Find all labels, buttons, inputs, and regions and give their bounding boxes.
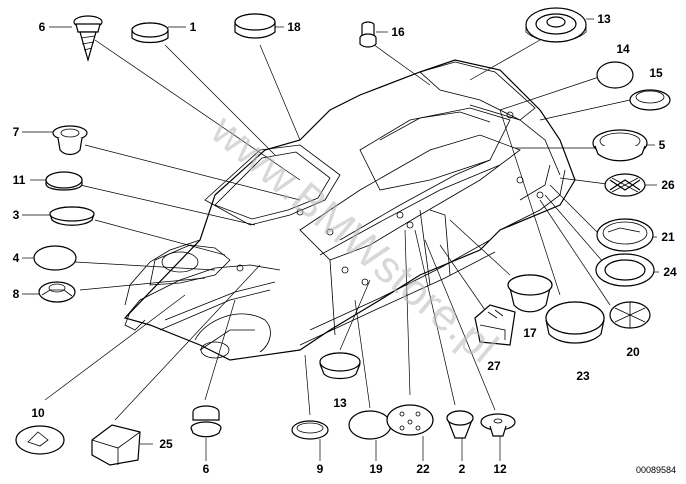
callout-20: 20 (626, 345, 640, 359)
part-21-large-disc (596, 218, 654, 252)
callout-3: 3 (13, 208, 20, 222)
callout-5: 5 (659, 138, 666, 152)
callout-10: 10 (31, 406, 45, 420)
callout-18: 18 (287, 20, 301, 34)
callout-26: 26 (661, 178, 675, 192)
part-9-rim-cap (291, 420, 329, 440)
callout-25: 25 (159, 437, 173, 451)
part-18-cap-plug (234, 13, 276, 39)
part-22-perforated-disc (386, 404, 434, 436)
callout-6-top: 6 (39, 20, 46, 34)
part-17-deep-cup (507, 274, 553, 313)
part-26-cross-plug (604, 173, 646, 197)
callout-27: 27 (487, 359, 501, 373)
part-23-large-dome (545, 301, 605, 344)
part-6-grommet (190, 405, 222, 438)
part-13-oval-grommet (525, 7, 587, 43)
part-16-cylinder-plug (359, 21, 377, 48)
part-8-open-grommet (38, 281, 76, 303)
part-6-plug-screw (73, 15, 103, 63)
part-14-flat-disc (596, 61, 634, 89)
part-13-dome-cap (319, 352, 361, 380)
callout-1: 1 (190, 20, 197, 34)
callout-2: 2 (459, 462, 466, 476)
callout-22: 22 (416, 462, 430, 476)
part-11-dome-cap (45, 171, 83, 191)
callout-11: 11 (13, 173, 26, 187)
reference-number: 00089584 (636, 465, 676, 475)
part-3-oval-plug (49, 206, 95, 226)
callout-6-bottom: 6 (203, 462, 210, 476)
part-15-flat-cap (629, 89, 671, 111)
callout-19: 19 (369, 462, 383, 476)
callout-13-bottom: 13 (333, 396, 347, 410)
part-5-large-cap (592, 129, 648, 162)
callout-14: 14 (616, 42, 630, 56)
part-1-cap-plug (131, 22, 169, 44)
part-20-cross-plug (609, 301, 651, 329)
callout-7: 7 (13, 125, 20, 139)
callout-9: 9 (317, 462, 324, 476)
part-19-flat-disc (348, 410, 392, 440)
part-24-ring-seal (595, 253, 655, 287)
part-25-foam-pad (91, 424, 141, 466)
callout-23: 23 (576, 369, 590, 383)
callout-13-top: 13 (597, 12, 611, 26)
callout-12: 12 (493, 462, 507, 476)
leader-lines (44, 39, 631, 421)
part-2-stem-plug (446, 410, 474, 439)
car-body-illustration (123, 59, 576, 361)
callout-21: 21 (661, 230, 675, 244)
callout-16: 16 (391, 25, 405, 39)
part-27-foam-block (474, 304, 516, 346)
callout-8: 8 (13, 287, 20, 301)
callout-15: 15 (649, 66, 663, 80)
part-10-flap-plug (15, 425, 65, 455)
part-12-plug (480, 413, 516, 437)
callout-24: 24 (663, 265, 677, 279)
callout-4: 4 (13, 251, 20, 265)
callout-labels: 6 1 18 16 13 14 15 7 5 11 26 3 21 4 24 8… (13, 12, 677, 476)
part-7-grommet (52, 125, 88, 156)
part-4-flat-oval (33, 245, 77, 271)
callout-17: 17 (523, 326, 537, 340)
